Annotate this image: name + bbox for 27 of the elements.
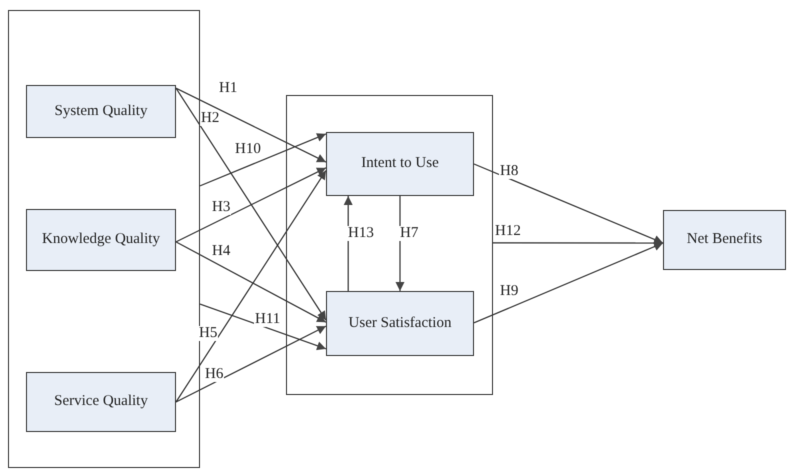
group-frame [286, 95, 493, 395]
edge-label: H7 [399, 226, 420, 241]
edge-label: H8 [499, 164, 520, 179]
edge-label: H3 [211, 200, 232, 215]
group-frame [8, 10, 200, 468]
construct-box: Intent to Use [326, 132, 474, 196]
construct-box: Net Benefits [663, 210, 786, 270]
edge-label: H11 [254, 312, 282, 327]
arrow [176, 241, 326, 323]
construct-box: Service Quality [26, 372, 176, 432]
edge-label: H2 [200, 111, 220, 126]
arrow [200, 303, 326, 350]
arrow [396, 196, 404, 291]
arrow [474, 242, 664, 324]
arrow [176, 170, 326, 402]
construct-box: User Satisfaction [326, 291, 474, 356]
arrow [474, 163, 664, 244]
edge-label: H5 [198, 326, 218, 341]
construct-box: System Quality [26, 85, 176, 138]
arrow [176, 326, 326, 403]
arrow [176, 167, 326, 242]
edge-label: H13 [347, 226, 375, 241]
arrow [200, 133, 326, 186]
arrow [176, 88, 326, 163]
construct-box: Knowledge Quality [26, 209, 176, 271]
arrow [176, 88, 326, 321]
edge-label: H6 [204, 367, 224, 382]
